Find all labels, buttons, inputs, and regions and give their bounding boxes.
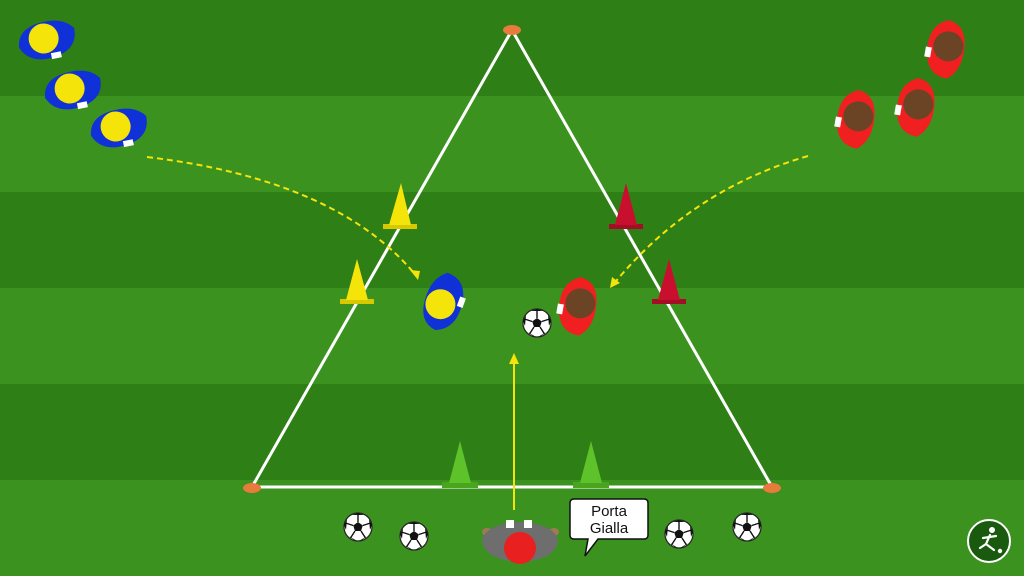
soccer-ball bbox=[664, 519, 694, 549]
arrowhead bbox=[610, 277, 620, 288]
yellow-cone bbox=[383, 183, 417, 229]
corner-marker bbox=[763, 483, 781, 493]
green-cone bbox=[573, 441, 609, 488]
yellow-cone bbox=[340, 259, 374, 304]
red-player bbox=[834, 90, 875, 149]
soccer-ball bbox=[399, 521, 429, 551]
red-player bbox=[556, 277, 597, 336]
red-cone bbox=[609, 183, 643, 229]
logo bbox=[967, 519, 1011, 563]
callout-line-1: Porta bbox=[591, 503, 628, 520]
soccer-ball bbox=[343, 512, 373, 542]
blue-player bbox=[44, 70, 101, 110]
corner-markers bbox=[243, 25, 781, 493]
coach bbox=[482, 520, 559, 564]
red-cone bbox=[652, 259, 686, 304]
blue-player bbox=[18, 20, 75, 60]
grass-stripe bbox=[0, 384, 1024, 480]
soccer-ball bbox=[522, 308, 552, 338]
triangle-area bbox=[249, 26, 775, 489]
blue-player bbox=[423, 272, 466, 330]
corner-marker bbox=[243, 483, 261, 493]
green-cone bbox=[442, 441, 478, 488]
grass-stripe bbox=[0, 288, 1024, 384]
speech-callout: Porta Gialla bbox=[569, 498, 649, 557]
blue-run-arrow bbox=[146, 156, 419, 279]
corner-marker bbox=[503, 25, 521, 35]
arrowhead bbox=[410, 270, 420, 280]
callout-line-2: Gialla bbox=[590, 520, 629, 537]
red-run-arrow bbox=[611, 155, 809, 287]
red-player bbox=[894, 78, 935, 137]
grass-stripe bbox=[0, 0, 1024, 96]
player-kicking-icon bbox=[978, 527, 1003, 554]
blue-player bbox=[90, 108, 147, 148]
red-player bbox=[924, 20, 965, 79]
soccer-ball bbox=[732, 512, 762, 542]
arrowhead bbox=[509, 353, 519, 364]
movement-arrows bbox=[146, 155, 809, 510]
grass-stripe bbox=[0, 192, 1024, 288]
